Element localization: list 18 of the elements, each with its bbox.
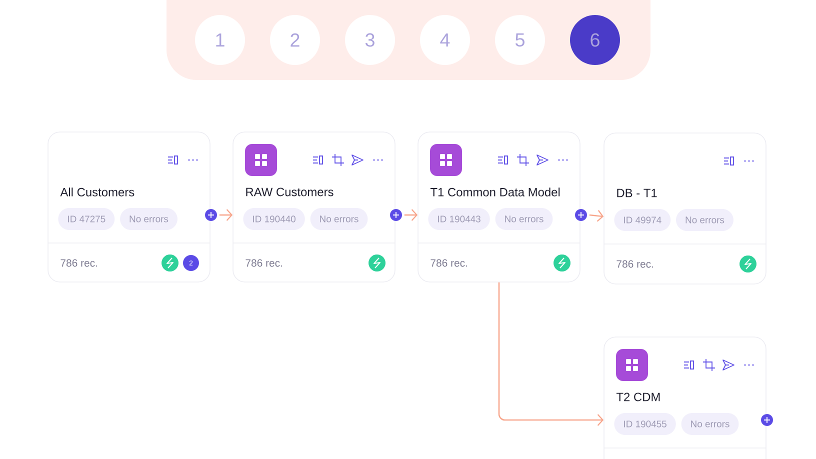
arrow xyxy=(498,282,604,426)
record-count: 786 rec. xyxy=(430,259,468,267)
record-count: 786 rec. xyxy=(616,260,654,268)
card xyxy=(48,132,210,282)
arrow xyxy=(589,210,604,222)
arrow xyxy=(404,209,418,221)
card-title: T2 CDM xyxy=(616,392,660,402)
card xyxy=(604,336,766,459)
record-count: 786 rec. xyxy=(246,259,282,267)
card-title: DB - T1 xyxy=(617,188,657,198)
arrow xyxy=(219,209,233,221)
card xyxy=(232,132,396,282)
card xyxy=(604,132,766,284)
card-title: All Customers xyxy=(60,188,134,196)
card xyxy=(418,132,580,282)
record-count: 786 rec. xyxy=(60,259,98,267)
card-title: RAW Customers xyxy=(246,188,334,196)
card-title: T1 Common Data Model xyxy=(430,188,560,196)
